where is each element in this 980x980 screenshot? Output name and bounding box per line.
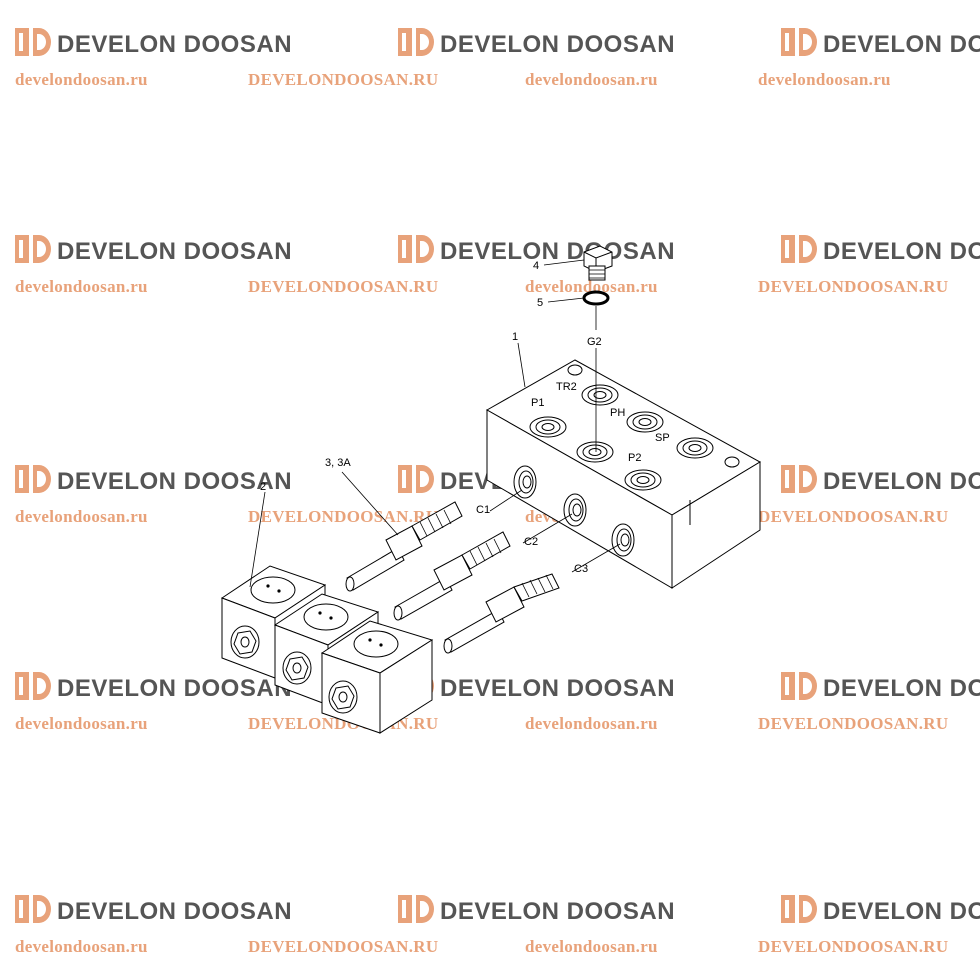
watermark-logo-text: DEVELON DOOSAN — [440, 31, 675, 58]
develon-logo-icon — [781, 672, 817, 700]
label-cartridges: 3, 3A — [325, 457, 351, 469]
watermark-3-2: DEVELON DOOSAN DEVELONDOOSAN.RU — [758, 672, 980, 733]
port-tr2 — [581, 384, 619, 406]
watermark-url: DEVELONDOOSAN.RU — [758, 507, 948, 526]
port-sp — [676, 437, 714, 459]
label-oring: 5 — [537, 297, 543, 309]
watermark-logo-text: DEVELON DOOSAN — [823, 238, 980, 265]
watermark-url: DEVELONDOOSAN.RU — [248, 937, 438, 956]
watermark-url: DEVELONDOOSAN.RU — [248, 277, 438, 296]
label-block: 1 — [512, 331, 518, 343]
label-tr2: TR2 — [556, 381, 577, 393]
watermark-logo-text: DEVELON DOOSAN — [440, 238, 675, 265]
develon-logo-icon — [15, 895, 51, 923]
watermark-2-2: DEVELON DOOSAN DEVELONDOOSAN.RU — [758, 465, 980, 526]
develon-logo-icon — [781, 895, 817, 923]
plug — [583, 245, 613, 281]
watermark-1-2: DEVELON DOOSAN DEVELONDOOSAN.RU — [758, 235, 980, 296]
cartridge-1 — [345, 501, 463, 592]
develon-logo-icon — [398, 895, 434, 923]
develon-logo-icon — [15, 465, 51, 493]
watermark-0-0: DEVELON DOOSAN develondoosan.ru — [15, 28, 292, 89]
watermark-url: develondoosan.ru — [15, 507, 148, 526]
watermark-0-2: DEVELON DOOSAN develondoosan.ru — [758, 28, 980, 89]
label-c1: C1 — [476, 504, 490, 516]
watermark-url: DEVELONDOOSAN.RU — [248, 507, 438, 526]
develon-logo-icon — [781, 28, 817, 56]
port-c2 — [563, 493, 587, 527]
watermark-url-secondary: develondoosan.ru — [525, 70, 658, 89]
watermark-logo-text: DEVELON DOOSAN — [440, 675, 675, 702]
labels: 4 5 1 G2 TR2 P1 PH SP P2 C1 C2 C3 3, 3A … — [260, 260, 670, 575]
develon-logo-icon — [781, 235, 817, 263]
watermark-4-2: DEVELON DOOSAN DEVELONDOOSAN.RU — [758, 895, 980, 956]
watermark-logo-text: DEVELON DOOSAN — [823, 31, 980, 58]
port-g2 — [576, 441, 614, 463]
label-c2: C2 — [524, 536, 538, 548]
label-sp: SP — [655, 432, 670, 444]
watermark-logo-text: DEVELON DOOSAN — [823, 675, 980, 702]
watermark-logo-text: DEVELON DOOSAN — [57, 31, 292, 58]
develon-logo-icon — [15, 28, 51, 56]
watermark-url-secondary: develondoosan.ru — [525, 937, 658, 956]
cartridge-2 — [393, 531, 511, 621]
watermark-url: DEVELONDOOSAN.RU — [248, 70, 438, 89]
watermark-logo-text: DEVELON DOOSAN — [57, 238, 292, 265]
develon-logo-icon — [398, 235, 434, 263]
watermark-1-0: DEVELON DOOSAN develondoosan.ru — [15, 235, 292, 296]
watermark-url: DEVELONDOOSAN.RU — [758, 714, 948, 733]
watermark-url: develondoosan.ru — [15, 70, 148, 89]
label-g2: G2 — [587, 336, 602, 348]
develon-logo-icon — [781, 465, 817, 493]
watermark-url: develondoosan.ru — [758, 70, 891, 89]
leader-lines — [249, 259, 621, 588]
watermark-logo-text: DEVELON DOOSAN — [57, 898, 292, 925]
coil-3 — [320, 620, 434, 734]
port-p1 — [529, 416, 567, 438]
develon-logo-icon — [15, 235, 51, 263]
watermark-url: develondoosan.ru — [15, 937, 148, 956]
watermark-logo-text: DEVELON DOOSAN — [823, 468, 980, 495]
watermark-url-secondary: develondoosan.ru — [525, 277, 658, 296]
watermark-url: DEVELONDOOSAN.RU — [758, 937, 948, 956]
watermark-url: DEVELONDOOSAN.RU — [758, 277, 948, 296]
label-p2: P2 — [628, 452, 641, 464]
label-ph: PH — [610, 407, 625, 419]
port-ph — [626, 411, 664, 433]
watermark-4-0: DEVELON DOOSAN develondoosan.ru — [15, 895, 292, 956]
port-c3 — [611, 523, 635, 557]
watermark-2-0: DEVELON DOOSAN develondoosan.ru — [15, 465, 292, 526]
watermark-logo-text: DEVELON DOOSAN — [57, 468, 292, 495]
watermark-url: develondoosan.ru — [15, 277, 148, 296]
watermark-logo-text: DEVELON DOOSAN — [440, 898, 675, 925]
develon-logo-icon — [15, 672, 51, 700]
watermark-url-secondary: develondoosan.ru — [525, 714, 658, 733]
cartridge-3 — [443, 573, 560, 654]
develon-logo-icon — [398, 465, 434, 493]
valve-block — [485, 359, 762, 589]
port-c1 — [513, 465, 537, 499]
watermark-3-0: DEVELON DOOSAN develondoosan.ru — [15, 672, 292, 733]
label-coils: 2 — [260, 481, 266, 493]
watermark-url: develondoosan.ru — [15, 714, 148, 733]
label-plug: 4 — [533, 260, 539, 272]
label-p1: P1 — [531, 397, 544, 409]
watermark-logo-text: DEVELON DOOSAN — [57, 675, 292, 702]
port-p2 — [624, 469, 662, 491]
watermark-logo-text: DEVELON DOOSAN — [823, 898, 980, 925]
label-c3: C3 — [574, 563, 588, 575]
develon-logo-icon — [398, 28, 434, 56]
